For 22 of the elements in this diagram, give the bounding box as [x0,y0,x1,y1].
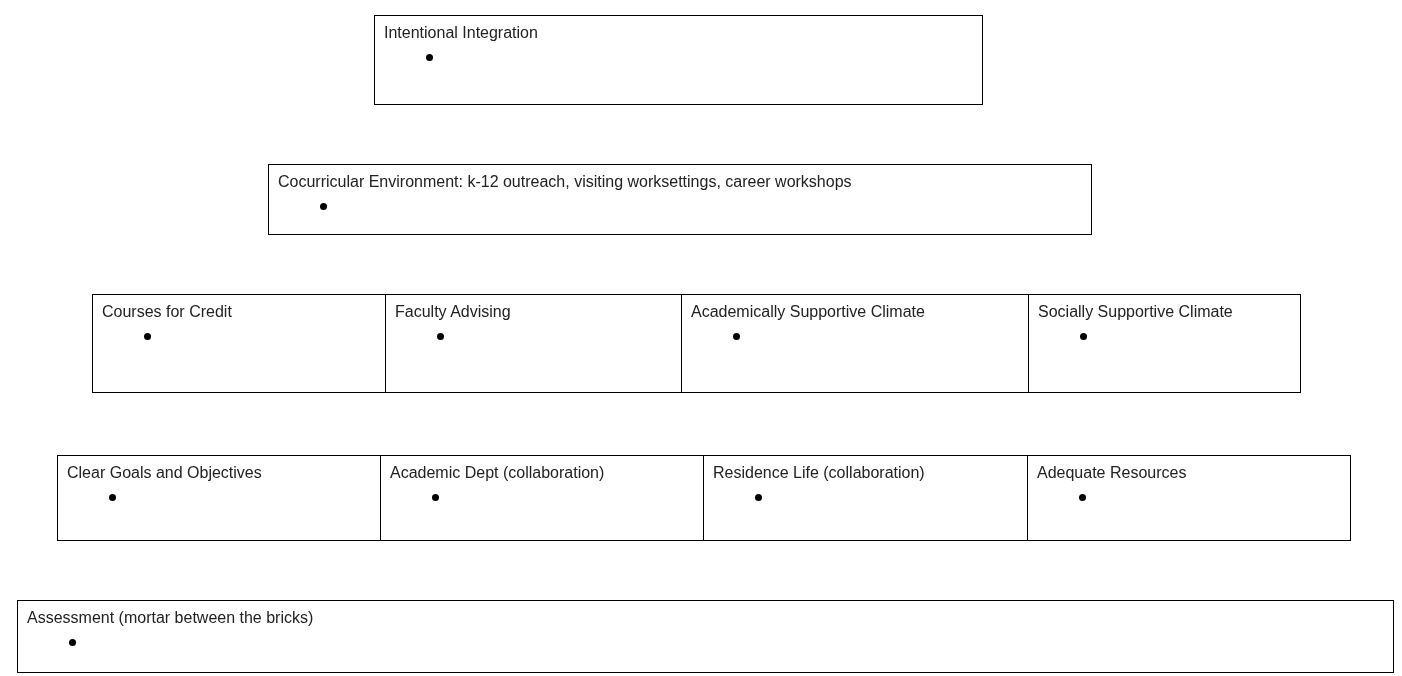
text-box [681,294,1029,393]
text-box [380,455,704,541]
box-heading: Adequate Resources [1037,463,1187,482]
text-box [1027,455,1351,541]
text-box [57,455,381,541]
box-heading: Academically Supportive Climate [691,302,925,321]
text-box [92,294,386,393]
text-box [374,15,983,105]
box-heading: Faculty Advising [395,302,511,321]
text-box [385,294,682,393]
text-box [268,164,1092,235]
box-heading: Assessment (mortar between the bricks) [27,608,314,627]
box-heading: Intentional Integration [384,23,538,42]
box-heading: Academic Dept (collaboration) [390,463,605,482]
text-box [1028,294,1301,393]
text-box [17,600,1394,673]
box-heading: Clear Goals and Objectives [67,463,262,482]
box-heading: Cocurricular Environment: k-12 outreach, visiting worksettings, career workshops [278,172,852,191]
box-heading: Socially Supportive Climate [1038,302,1233,321]
box-heading: Courses for Credit [102,302,232,321]
box-heading: Residence Life (collaboration) [713,463,925,482]
text-box [703,455,1028,541]
